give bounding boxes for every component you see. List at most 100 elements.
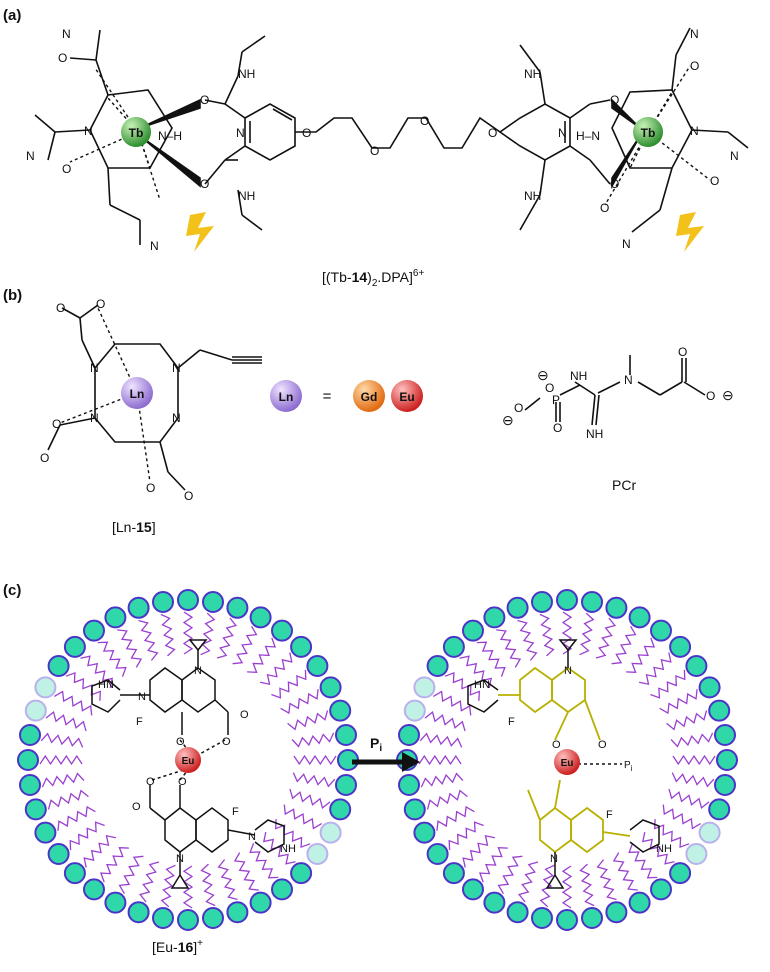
lipid-head <box>63 635 86 658</box>
lipid-tail <box>216 617 238 659</box>
lipid-head <box>605 901 628 924</box>
panel-label-b: (b) <box>3 287 22 304</box>
lipid-tail <box>650 669 686 699</box>
caption-eu16: [Eu-16]+ <box>152 938 203 955</box>
atom-o: O <box>146 776 155 788</box>
atom-nh: NH <box>238 189 255 203</box>
lipid-head <box>335 774 357 796</box>
lipid-tail <box>39 754 83 766</box>
lipid-tail <box>293 754 337 766</box>
lipid-head <box>698 676 721 699</box>
lipid-tail <box>638 652 672 686</box>
atom-n: N <box>26 149 35 163</box>
lipid-head <box>628 891 651 914</box>
lipid-tail <box>436 805 475 831</box>
lipid-head <box>413 676 436 699</box>
atom-n: N <box>236 126 245 140</box>
lipid-tail <box>626 637 656 673</box>
atom-nh: N–H <box>158 129 182 143</box>
lipid-tail <box>292 772 336 788</box>
lipid-head <box>483 606 506 629</box>
lipid-tail <box>539 613 555 657</box>
lipid-tail <box>497 855 523 895</box>
lipid-tail <box>459 655 493 689</box>
lipid-tail <box>182 611 194 655</box>
atom-o: O <box>598 739 607 751</box>
lipid-tail <box>420 772 464 788</box>
atom-nh: NH <box>280 843 296 855</box>
lipid-tail <box>97 641 127 677</box>
atom-o: O <box>132 801 141 813</box>
lipid-tail <box>217 859 238 901</box>
lipid-tail <box>47 789 89 810</box>
lipid-tail <box>517 861 539 903</box>
eu-atom-left: Eu <box>175 747 201 773</box>
svg-text:Tb: Tb <box>129 126 144 140</box>
lipid-head <box>83 878 105 901</box>
ln15-atom-labels: N N N N O O O O O O <box>40 297 193 503</box>
lightning-icon <box>186 212 214 252</box>
lipid-head <box>104 606 127 629</box>
lipid-head <box>152 907 174 929</box>
lipid-head <box>698 821 721 844</box>
lipid-tail <box>83 834 117 868</box>
atom-n: N <box>622 237 631 251</box>
lipid-head <box>462 619 484 642</box>
lipid-head <box>47 843 70 865</box>
svg-text:=: = <box>323 388 332 405</box>
atom-n: N <box>172 361 181 375</box>
atom-o: O <box>678 345 687 359</box>
pyridine-ring-right <box>498 103 571 161</box>
lipid-tail <box>476 641 506 677</box>
atom-o: O <box>552 739 561 751</box>
atom-o: O <box>610 93 619 107</box>
lipid-tail <box>561 611 573 655</box>
lipid-head <box>650 619 672 642</box>
lipid-head <box>329 699 352 722</box>
arrow-label: Pi <box>370 735 382 754</box>
atom-n: N <box>730 149 739 163</box>
lipid-tail <box>654 819 690 849</box>
lipid-tail <box>478 847 508 883</box>
lipid-tail <box>462 834 496 868</box>
lipid-head <box>708 798 731 821</box>
atom-nh: NH <box>656 843 672 855</box>
lipid-tail <box>668 788 710 810</box>
lipid-tail <box>53 690 93 716</box>
lipid-tail <box>670 732 714 748</box>
lipid-tail <box>596 859 617 901</box>
lipid-head <box>483 891 506 914</box>
lipid-tail <box>561 865 573 909</box>
lipid-tail <box>259 652 293 686</box>
lipid-head <box>708 699 731 722</box>
lipid-tail <box>138 619 159 661</box>
atom-n: N <box>90 411 99 425</box>
lipid-tail <box>496 629 522 668</box>
lipid-head <box>403 699 426 722</box>
lipid-head <box>462 878 484 901</box>
lipid-head <box>628 606 651 629</box>
lipid-head <box>63 862 86 885</box>
pyridine-ring-left <box>244 103 296 161</box>
atom-o: O <box>302 126 311 140</box>
lipid-head <box>716 749 738 771</box>
lipid-head <box>531 907 553 929</box>
lipid-tail <box>57 805 96 831</box>
atom-n: N <box>150 239 159 253</box>
lipid-tail <box>41 772 85 788</box>
lightning-icon <box>676 212 704 252</box>
lipid-head <box>650 878 672 901</box>
lipid-head <box>506 596 529 619</box>
atom-n: N <box>176 853 184 865</box>
lipid-tail <box>65 671 101 701</box>
lipid-tail <box>662 804 702 830</box>
atom-o: O <box>96 297 105 311</box>
atom-o: O <box>62 162 71 176</box>
lipid-head <box>442 635 465 658</box>
eu-atom-right: Eu <box>554 749 580 775</box>
atom-o: O <box>200 93 209 107</box>
atom-hn: NH <box>524 67 541 81</box>
lipid-tail <box>271 669 307 699</box>
atom-hn: HN <box>474 679 490 691</box>
lipid-tail <box>249 843 279 879</box>
